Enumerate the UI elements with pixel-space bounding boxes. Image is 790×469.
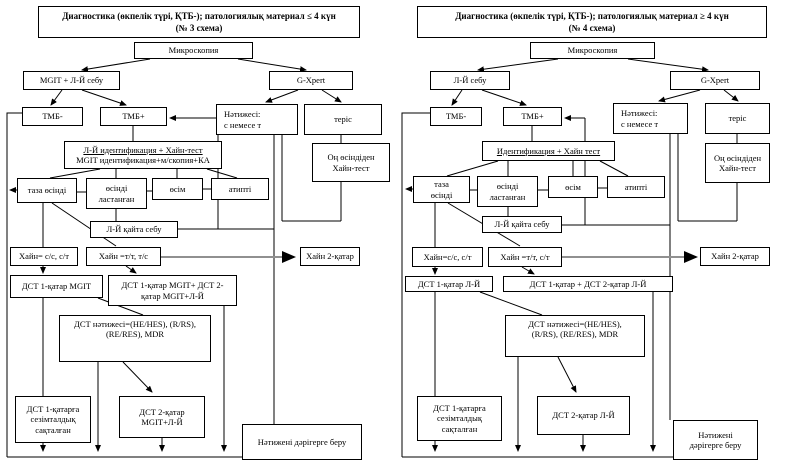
node-tmb-positive-s4: ТМБ+	[503, 107, 562, 126]
node-microscopy-s3: Микроскопия	[134, 42, 253, 59]
node-hain-tt-s4: Хайн =т/т, с/т	[488, 247, 562, 267]
node-negative-s4: теріс	[705, 103, 770, 134]
node-positive-hain-s4: Оң өсіндіден Хайн-тест	[705, 143, 770, 183]
node-hain-ss-s4: Хайн=с/с, с/т	[412, 247, 483, 267]
node-report-s4: Нәтижені дәрігерге беру	[673, 420, 758, 460]
node-dst1-s3: ДСТ 1-қатар MGIT	[10, 275, 103, 298]
node-tmb-negative-s4: ТМБ-	[430, 107, 482, 126]
connectors-scheme3	[6, 58, 342, 458]
node-dst-result-s4: ДСТ нәтижесі=(HE/HES), (R/RS), (RE/RES),…	[505, 315, 645, 357]
node-title-scheme4: Диагностика (өкпелік түрі, ҚТБ-); патоло…	[417, 6, 767, 38]
connectors-scheme4	[401, 58, 739, 458]
node-reseed-s3: Л-Й қайта себу	[90, 221, 178, 238]
node-reseed-s4: Л-Й қайта себу	[482, 216, 562, 233]
node-pure-culture-s3: таза өсінді	[17, 178, 77, 203]
node-microscopy-s4: Микроскопия	[530, 42, 655, 59]
node-contaminated-s3: өсінді ластанған	[86, 178, 147, 209]
node-report-s3: Нәтижені дәрігерге беру	[242, 424, 362, 460]
node-dst1-dst2-s3: ДСТ 1-қатар MGIT+ ДСТ 2- қатар MGIT+Л-Й	[108, 275, 237, 306]
node-hain-2row-s3: Хайн 2-қатар	[300, 247, 360, 266]
node-tmb-negative-s3: ТМБ-	[22, 107, 83, 126]
node-tmb-positive-s3: ТМБ+	[100, 107, 167, 126]
node-growth-s4: өсім	[548, 176, 598, 198]
node-hain-tt-s3: Хайн =т/т, т/с	[86, 247, 161, 266]
node-seed-s3: MGIT + Л-Й себу	[23, 71, 120, 90]
node-negative-s3: теріс	[304, 104, 382, 135]
node-gxpert-s4: G-Xpert	[670, 71, 760, 90]
node-positive-hain-s3: Оң өсіндіден Хайн-тест	[312, 143, 390, 182]
node-contaminated-s4: өсінді ластанған	[477, 176, 538, 207]
node-identification-s4: Идентификация + Хайн тест	[482, 141, 615, 161]
node-result-s4: Нәтижесі: с немесе т	[613, 103, 688, 134]
node-pure-culture-s4: таза өсінді	[413, 176, 470, 203]
node-identification-s3: Л-Й идентификация + Хайн-тест MGIT идент…	[64, 141, 222, 169]
node-atypical-s4: атипті	[607, 176, 665, 198]
node-dst2-s4: ДСТ 2-қатар Л-Й	[537, 396, 630, 435]
node-dst2-s3: ДСТ 2-қатар MGIT+Л-Й	[119, 396, 205, 438]
node-gxpert-s3: G-Xpert	[269, 71, 353, 90]
node-result-s3: Нәтижесі: с немесе т	[216, 104, 298, 135]
node-atypical-s3: атипті	[211, 178, 269, 200]
node-hain-2row-s4: Хайн 2-қатар	[700, 247, 770, 266]
node-dst1-preserved-s4: ДСТ 1-қатарға сезімталдық сақталған	[417, 396, 502, 441]
node-seed-s4: Л-Й себу	[430, 71, 510, 90]
node-dst-result-s3: ДСТ нәтижесі=(HE/HES), (R/RS), (RE/RES),…	[59, 315, 211, 362]
node-dst1-dst2-s4: ДСТ 1-қатар + ДСТ 2-қатар Л-Й	[503, 276, 673, 292]
node-hain-ss-s3: Хайн= с/с, с/т	[10, 247, 78, 266]
node-growth-s3: өсім	[152, 178, 203, 200]
node-dst1-s4: ДСТ 1-қатар Л-Й	[405, 276, 493, 292]
node-title-scheme3: Диагностика (өкпелік түрі, ҚТБ-); патоло…	[38, 6, 360, 38]
node-dst1-preserved-s3: ДСТ 1-қатарға сезімталдық сақталған	[15, 396, 91, 443]
